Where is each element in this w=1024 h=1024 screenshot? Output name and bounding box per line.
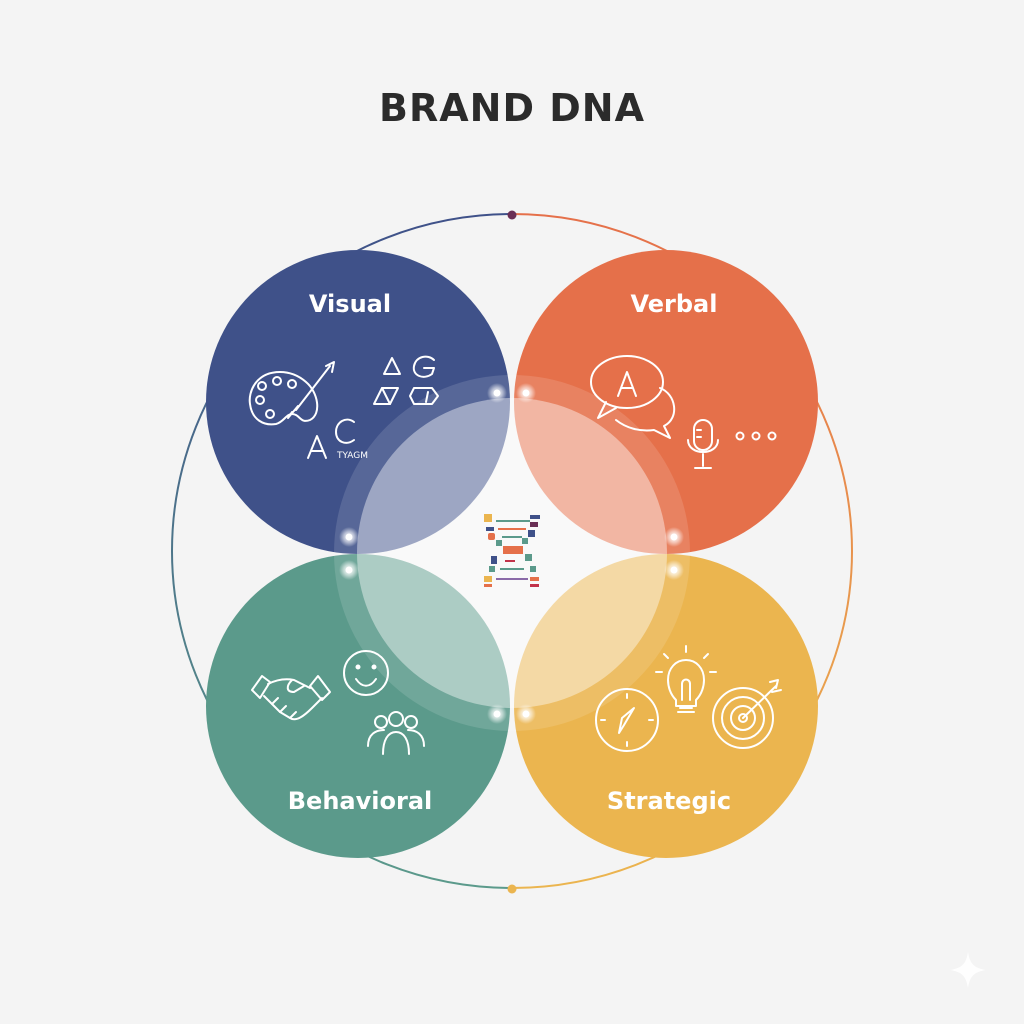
smiley-icon xyxy=(343,650,389,696)
dna-helix-icon xyxy=(484,514,540,587)
lightbulb-icon xyxy=(655,645,717,713)
target-icon xyxy=(712,679,782,749)
brush-icon xyxy=(287,361,335,419)
typography-icon xyxy=(307,418,355,459)
quadrant-label-verbal: Verbal xyxy=(630,290,718,318)
handshake-icon xyxy=(251,675,331,721)
sparkle-icon xyxy=(950,952,986,988)
typography-sample-text: TYAGM xyxy=(336,451,368,461)
behavioral-circle xyxy=(206,554,510,858)
page-title: BRAND DNA xyxy=(379,86,645,130)
quadrant-label-strategic: Strategic xyxy=(606,787,732,815)
quadrant-label-visual: Visual xyxy=(308,290,392,318)
ring-node-top xyxy=(507,210,517,220)
shapes-icon xyxy=(373,355,439,405)
visual-circle xyxy=(206,250,510,554)
glow-nodes xyxy=(339,383,684,724)
strategic-circle xyxy=(514,554,818,858)
ring-node-bottom xyxy=(507,884,517,894)
ellipsis-icon xyxy=(735,431,777,441)
verbal-circle xyxy=(514,250,818,554)
team-icon xyxy=(367,711,425,755)
compass-icon xyxy=(595,688,659,752)
speech-bubble-icon xyxy=(590,355,675,439)
microphone-icon xyxy=(687,419,719,469)
quadrant-label-behavioral: Behavioral xyxy=(287,787,433,815)
